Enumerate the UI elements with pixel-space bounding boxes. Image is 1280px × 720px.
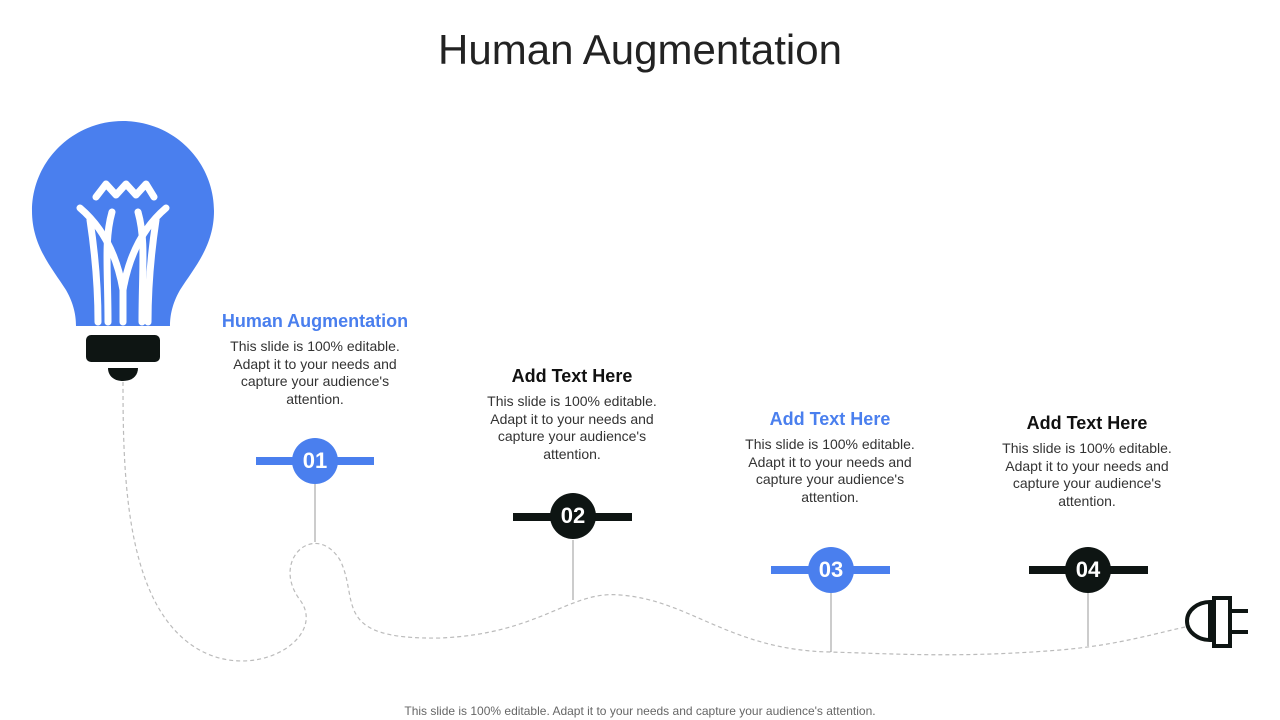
item-04-description: This slide is 100% editable. Adapt it to… (1002, 440, 1172, 509)
item-01-heading: Human Augmentation (221, 311, 409, 331)
slide-footer: This slide is 100% editable. Adapt it to… (404, 704, 876, 718)
slide-title: Human Augmentation (438, 26, 842, 73)
item-04-heading: Add Text Here (1026, 413, 1148, 433)
step-marker-01: 01 (292, 438, 338, 484)
item-01-description: This slide is 100% editable. Adapt it to… (230, 338, 400, 407)
dashed-wire (122, 381, 1191, 662)
item-02-description: This slide is 100% editable. Adapt it to… (487, 393, 657, 462)
item-02-heading: Add Text Here (511, 366, 633, 386)
step-marker-04: 04 (1065, 547, 1111, 593)
lightbulb-icon (32, 121, 214, 381)
item-03-heading: Add Text Here (769, 409, 891, 429)
step-marker-02: 02 (550, 493, 596, 539)
item-03-description: This slide is 100% editable. Adapt it to… (745, 436, 915, 505)
step-marker-03: 03 (808, 547, 854, 593)
plug-icon (1184, 596, 1248, 648)
